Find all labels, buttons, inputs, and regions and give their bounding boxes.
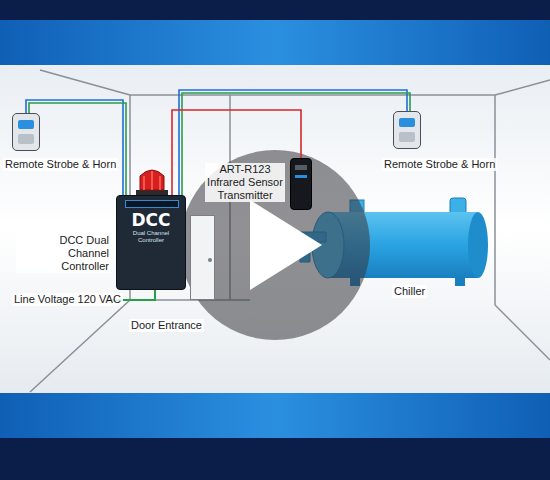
room-outline	[30, 70, 550, 392]
strobe-lens	[399, 118, 415, 127]
node-label: DCC Dual Channel Controller	[16, 234, 111, 273]
sensor-node: ART-R123 Infrared Sensor Transmitter	[290, 158, 312, 210]
strobe-node: Remote Strobe & Horn	[393, 111, 421, 149]
strobe-lens	[18, 120, 34, 129]
strobe-beacon	[136, 170, 168, 196]
signal-wire	[26, 100, 126, 198]
door-handle	[208, 258, 212, 262]
strobe-node: Remote Strobe & Horn	[12, 113, 40, 151]
horn-grille	[399, 132, 415, 142]
supply-label: Line Voltage 120 VAC	[12, 293, 123, 306]
node-label: Remote Strobe & Horn	[3, 158, 118, 171]
device-logo: DCC	[117, 210, 185, 230]
horn-grille	[18, 134, 34, 144]
dcc-display	[125, 200, 179, 208]
node-label: Remote Strobe & Horn	[382, 158, 497, 171]
dcc-node: DCCDual Channel ControllerDCC Dual Chann…	[116, 195, 186, 290]
sensor-led	[295, 175, 307, 178]
wire-strand	[29, 103, 126, 198]
sensor-window	[295, 165, 307, 170]
chiller-node: Chiller	[300, 205, 490, 283]
device-subtitle: Dual Channel Controller	[117, 230, 185, 244]
node-label: Chiller	[392, 285, 427, 298]
bottom-blue-band	[0, 393, 550, 438]
node-label: ART-R123 Infrared Sensor Transmitter	[205, 163, 285, 202]
node-label: Door Entrance	[129, 319, 204, 332]
door-node: Door Entrance	[190, 215, 215, 300]
white-panel	[0, 65, 550, 393]
play-button-overlay	[180, 150, 370, 340]
top-blue-band	[0, 20, 550, 65]
wire-strand	[26, 100, 123, 195]
